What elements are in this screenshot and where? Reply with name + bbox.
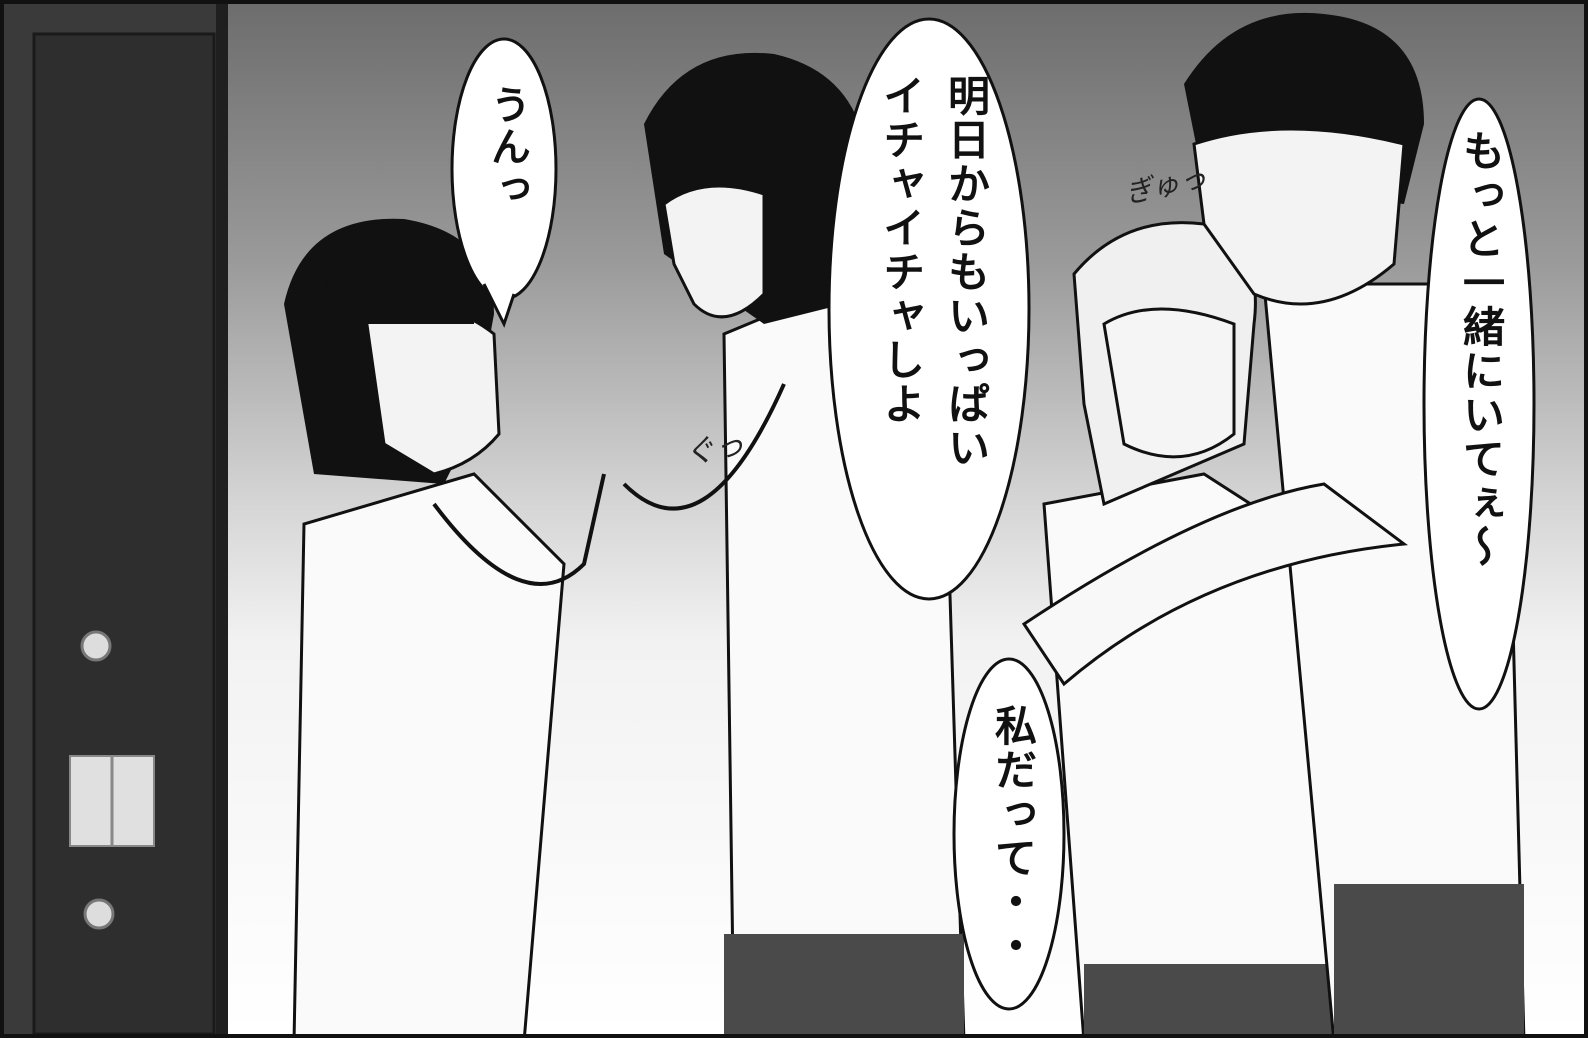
girl-left xyxy=(284,218,606,1034)
bubble-motto xyxy=(1422,97,1536,711)
bubble-text-ashita-line1: 明日からもいっぱい xyxy=(941,74,991,470)
bubble-text-ashita-line2: イチャイチャしよ xyxy=(876,74,926,426)
girl-right xyxy=(1042,221,1346,1034)
door-frame xyxy=(216,4,228,1034)
door-lock-upper xyxy=(80,630,112,662)
door-lock-lower xyxy=(83,898,115,930)
bubble-text-motto: もっと一緒にいてぇ～ xyxy=(1456,129,1506,569)
bubble-ashita xyxy=(827,17,1031,601)
bubble-text-unn: うんっ xyxy=(484,84,530,210)
bubble-text-watashi: 私だって・・ xyxy=(988,704,1038,968)
door-panel xyxy=(32,32,216,1034)
bubble-watashi xyxy=(952,657,1066,1011)
scene-illustration xyxy=(4,4,1536,1034)
